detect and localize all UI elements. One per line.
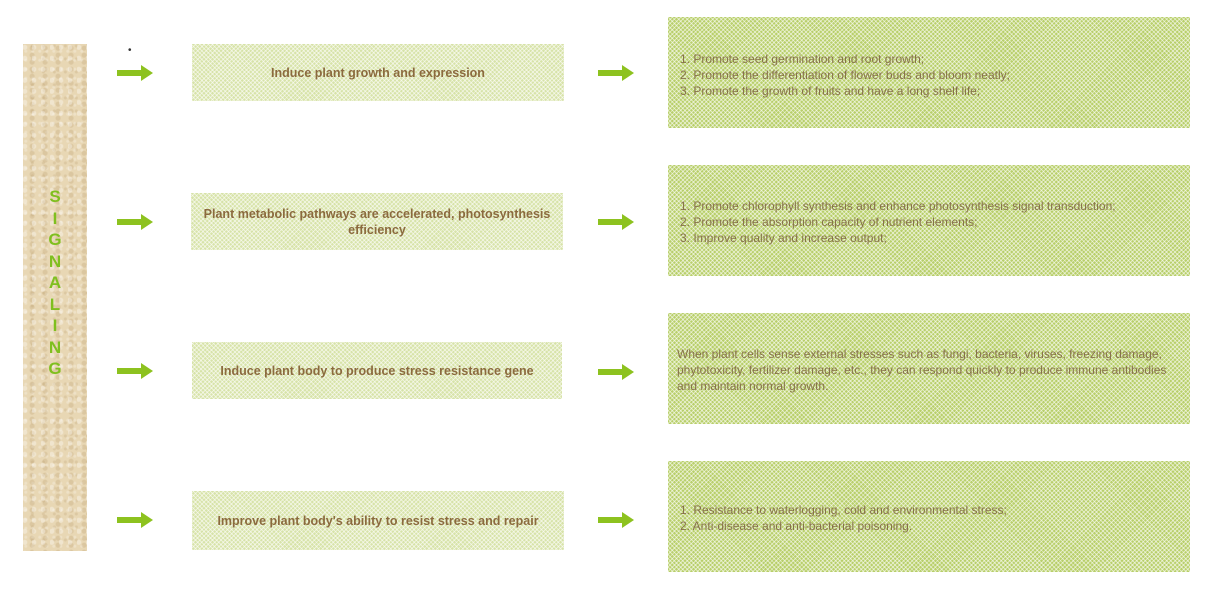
detail-list: 1. Resistance to waterlogging, cold and … — [680, 502, 1007, 534]
detail-list: 1. Promote chlorophyll synthesis and enh… — [680, 198, 1116, 246]
detail-item: 1. Promote chlorophyll synthesis and enh… — [680, 199, 1116, 213]
middle-box-4: Improve plant body's ability to resist s… — [192, 491, 564, 550]
sidebar-letter: I — [52, 316, 58, 335]
detail-item: 1. Resistance to waterlogging, cold and … — [680, 503, 1007, 517]
right-arrow-icon — [598, 214, 634, 230]
middle-box-label: Induce plant body to produce stress resi… — [220, 363, 534, 378]
sidebar-letter: L — [49, 294, 61, 314]
sidebar-letter: I — [52, 208, 58, 228]
sidebar-letter: G — [48, 230, 62, 249]
right-arrow-icon — [598, 364, 634, 380]
sidebar-letter: G — [48, 359, 62, 378]
middle-box-label: Induce plant growth and expression — [271, 65, 485, 80]
middle-box-label: Plant metabolic pathways are accelerated… — [203, 206, 551, 237]
right-arrow-icon — [117, 363, 153, 379]
stray-dot: • — [128, 45, 132, 56]
detail-box-3: When plant cells sense external stresses… — [668, 313, 1190, 424]
detail-paragraph: When plant cells sense external stresses… — [677, 347, 1167, 393]
right-arrow-icon — [117, 214, 153, 230]
sidebar-letter: N — [48, 251, 62, 271]
detail-item: 2. Promote the absorption capacity of nu… — [680, 215, 978, 229]
middle-box-1: Induce plant growth and expression — [192, 44, 564, 101]
middle-box-3: Induce plant body to produce stress resi… — [192, 342, 562, 399]
signaling-letters: S I G N A L I N G — [23, 186, 87, 380]
right-arrow-icon — [598, 65, 634, 81]
detail-item: 2. Promote the differentiation of flower… — [680, 68, 1010, 82]
detail-item: 3. Improve quality and increase output; — [680, 231, 887, 245]
detail-box-1: 1. Promote seed germination and root gro… — [668, 17, 1190, 128]
middle-box-2: Plant metabolic pathways are accelerated… — [191, 193, 563, 250]
middle-box-label: Improve plant body's ability to resist s… — [217, 513, 539, 528]
detail-item: 1. Promote seed germination and root gro… — [680, 52, 925, 66]
sidebar-letter: A — [48, 273, 62, 292]
detail-box-2: 1. Promote chlorophyll synthesis and enh… — [668, 165, 1190, 276]
sidebar-letter: S — [49, 187, 61, 206]
detail-item: 3. Promote the growth of fruits and have… — [680, 84, 981, 98]
detail-box-4: 1. Resistance to waterlogging, cold and … — [668, 461, 1190, 572]
right-arrow-icon — [598, 512, 634, 528]
right-arrow-icon — [117, 512, 153, 528]
detail-list: 1. Promote seed germination and root gro… — [680, 51, 1010, 99]
sidebar-letter: N — [48, 337, 62, 357]
detail-item: 2. Anti-disease and anti-bacterial poiso… — [680, 519, 913, 533]
signaling-sidebar: S I G N A L I N G — [23, 44, 87, 551]
right-arrow-icon — [117, 65, 153, 81]
